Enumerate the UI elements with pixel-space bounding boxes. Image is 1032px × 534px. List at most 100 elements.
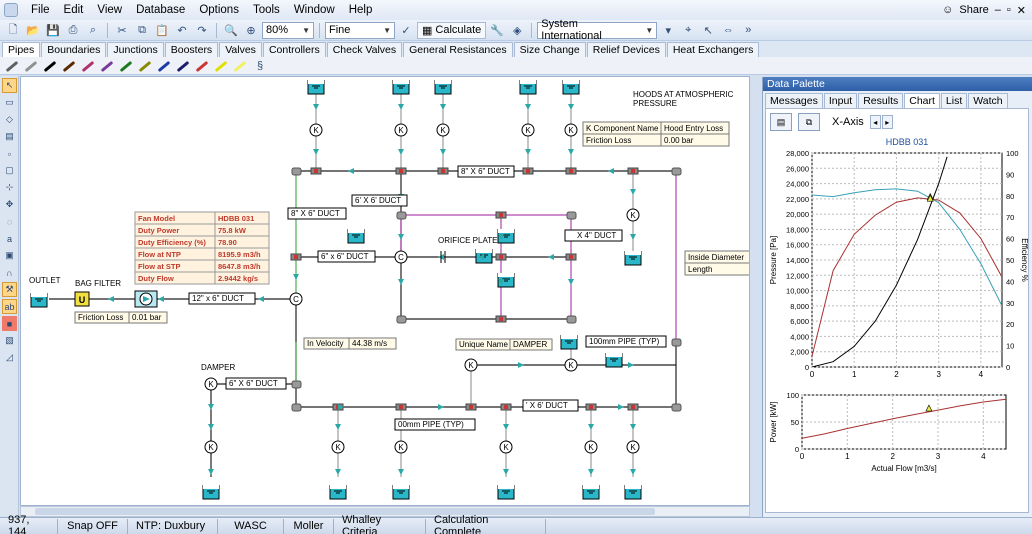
pipe-color-swatch[interactable] xyxy=(232,59,246,73)
print-icon[interactable]: ⎙ xyxy=(68,23,78,36)
menu-options[interactable]: Options xyxy=(199,4,239,16)
copy-icon[interactable]: ⧉ xyxy=(138,23,146,36)
tab-size-change[interactable]: Size Change xyxy=(513,42,586,57)
toolbar-options-icon[interactable]: » xyxy=(745,24,752,36)
share-button[interactable]: Share xyxy=(959,4,989,16)
fill-icon[interactable]: ■ xyxy=(2,316,17,331)
units-select[interactable]: System International▼ xyxy=(537,18,658,42)
quality-select[interactable]: Fine▼ xyxy=(325,21,395,39)
save-icon[interactable]: 💾 xyxy=(46,24,60,37)
menu-database[interactable]: Database xyxy=(136,4,186,16)
wasc-status[interactable]: WASC xyxy=(218,518,284,534)
canvas-horizontal-scrollbar[interactable] xyxy=(20,506,750,517)
pipe-color-swatch[interactable] xyxy=(23,59,37,73)
share-icon[interactable]: ☺ xyxy=(942,4,954,16)
tab-results[interactable]: Results xyxy=(858,93,904,108)
units-options-icon[interactable]: ▾ xyxy=(665,24,672,37)
tab-boosters[interactable]: Boosters xyxy=(164,42,219,57)
callout-icon[interactable]: ◌ xyxy=(6,216,13,227)
tab-list[interactable]: List xyxy=(940,93,968,108)
tab-controllers[interactable]: Controllers xyxy=(262,42,326,57)
pipe-color-swatch[interactable] xyxy=(118,59,132,73)
move-tool-icon[interactable]: ✥ xyxy=(5,199,14,209)
eraser-icon[interactable]: ◈ xyxy=(513,24,522,37)
tab-junctions[interactable]: Junctions xyxy=(107,42,164,57)
y2-tick-label: 20 xyxy=(1006,320,1014,329)
menu-window[interactable]: Window xyxy=(293,4,335,16)
zoom-icon[interactable]: 🔍 xyxy=(224,24,238,37)
pipe-color-swatch[interactable] xyxy=(99,59,113,73)
scrollbar-thumb[interactable] xyxy=(35,508,655,515)
pipe-color-swatch[interactable] xyxy=(194,59,208,73)
spring-icon[interactable]: § xyxy=(256,59,264,72)
tab-boundaries[interactable]: Boundaries xyxy=(41,42,107,57)
frame-icon[interactable]: ▢ xyxy=(5,165,14,175)
pipe-tool-icon[interactable]: ⚒ xyxy=(2,282,17,297)
whalley-criteria-status[interactable]: Whalley Criteria xyxy=(334,514,426,534)
tab-general-resistances[interactable]: General Resistances xyxy=(403,42,513,57)
app-icon[interactable] xyxy=(4,3,18,17)
binoculars-icon[interactable]: ⌖ xyxy=(685,23,692,36)
print-preview-icon[interactable]: ⌕ xyxy=(89,23,97,36)
chevron-right-icon[interactable]: ▸ xyxy=(881,115,893,129)
pointer-icon[interactable]: ↖ xyxy=(703,24,713,37)
image-icon[interactable]: ▧ xyxy=(5,335,14,345)
tab-watch[interactable]: Watch xyxy=(968,93,1008,108)
undo-icon[interactable]: ↶ xyxy=(177,24,187,37)
pipe-color-swatch[interactable] xyxy=(156,59,170,73)
pipe-color-swatch[interactable] xyxy=(61,59,75,73)
lasso-icon[interactable]: ◇ xyxy=(6,114,13,124)
pipe-color-swatch[interactable] xyxy=(175,59,189,73)
table-icon[interactable]: ▣ xyxy=(5,250,14,260)
ntp-status[interactable]: NTP: Duxbury xyxy=(128,518,218,534)
svg-text:U: U xyxy=(79,295,86,305)
cut-icon[interactable]: ✂ xyxy=(117,24,127,37)
move-icon[interactable]: ⇔ xyxy=(722,24,734,36)
tab-check-valves[interactable]: Check Valves xyxy=(326,42,403,57)
tab-relief-devices[interactable]: Relief Devices xyxy=(586,42,666,57)
new-file-icon[interactable]: 🗋 xyxy=(8,23,18,36)
chart-edit-icon[interactable]: ▤ xyxy=(770,113,792,131)
align-icon[interactable]: ⊹ xyxy=(5,182,14,192)
menu-file[interactable]: File xyxy=(31,4,50,16)
zoom-select[interactable]: 80%▼ xyxy=(262,21,314,39)
tab-heat-exchangers[interactable]: Heat Exchangers xyxy=(666,42,760,57)
check-icon[interactable]: ✓ xyxy=(401,24,411,37)
open-folder-icon[interactable]: 📂 xyxy=(26,24,40,37)
restore-icon[interactable]: ▫ xyxy=(1006,4,1011,16)
menu-tools[interactable]: Tools xyxy=(252,4,280,16)
redo-icon[interactable]: ↷ xyxy=(197,24,207,37)
menu-edit[interactable]: Edit xyxy=(63,4,84,16)
tab-pipes[interactable]: Pipes xyxy=(2,42,41,57)
moller-status[interactable]: Moller xyxy=(284,518,334,534)
text-icon[interactable]: a xyxy=(6,233,12,244)
chart-tool-icon[interactable]: ◿ xyxy=(6,352,13,362)
pipe-color-swatch[interactable] xyxy=(213,59,227,73)
paste-icon[interactable]: 📋 xyxy=(155,24,169,37)
chart-copy-icon[interactable]: ⧉ xyxy=(798,113,820,131)
tools-icon[interactable]: 🔧 xyxy=(490,24,505,37)
label-tool-icon[interactable]: ab xyxy=(2,299,17,314)
pipe-color-swatch[interactable] xyxy=(137,59,151,73)
snap-status[interactable]: Snap OFF xyxy=(58,518,128,534)
close-icon[interactable]: ✕ xyxy=(1016,4,1026,17)
chevron-left-icon[interactable]: ◂ xyxy=(869,115,881,129)
pipe-color-swatch[interactable] xyxy=(42,59,56,73)
rectangle-select-icon[interactable]: ▭ xyxy=(5,97,14,107)
menu-view[interactable]: View xyxy=(97,4,123,16)
magnet-icon[interactable]: ∩ xyxy=(6,267,13,278)
tab-chart[interactable]: Chart xyxy=(904,93,940,108)
select-arrow-icon[interactable]: ↖ xyxy=(2,78,17,93)
calculate-button[interactable]: ▦ Calculate xyxy=(417,21,487,39)
minimize-icon[interactable]: – xyxy=(994,4,1001,16)
pipe-color-swatch[interactable] xyxy=(80,59,94,73)
tab-input[interactable]: Input xyxy=(823,93,858,108)
zoom-tool-icon[interactable]: ▫ xyxy=(7,148,12,159)
menu-help[interactable]: Help xyxy=(348,4,373,16)
pipe-color-swatch[interactable] xyxy=(4,59,18,73)
tab-messages[interactable]: Messages xyxy=(765,93,823,108)
model-canvas[interactable]: K xyxy=(20,76,750,506)
zoom-in-icon[interactable]: ⊕ xyxy=(246,24,256,37)
tab-valves[interactable]: Valves xyxy=(219,42,262,57)
annotation-icon[interactable]: ▤ xyxy=(5,131,14,141)
